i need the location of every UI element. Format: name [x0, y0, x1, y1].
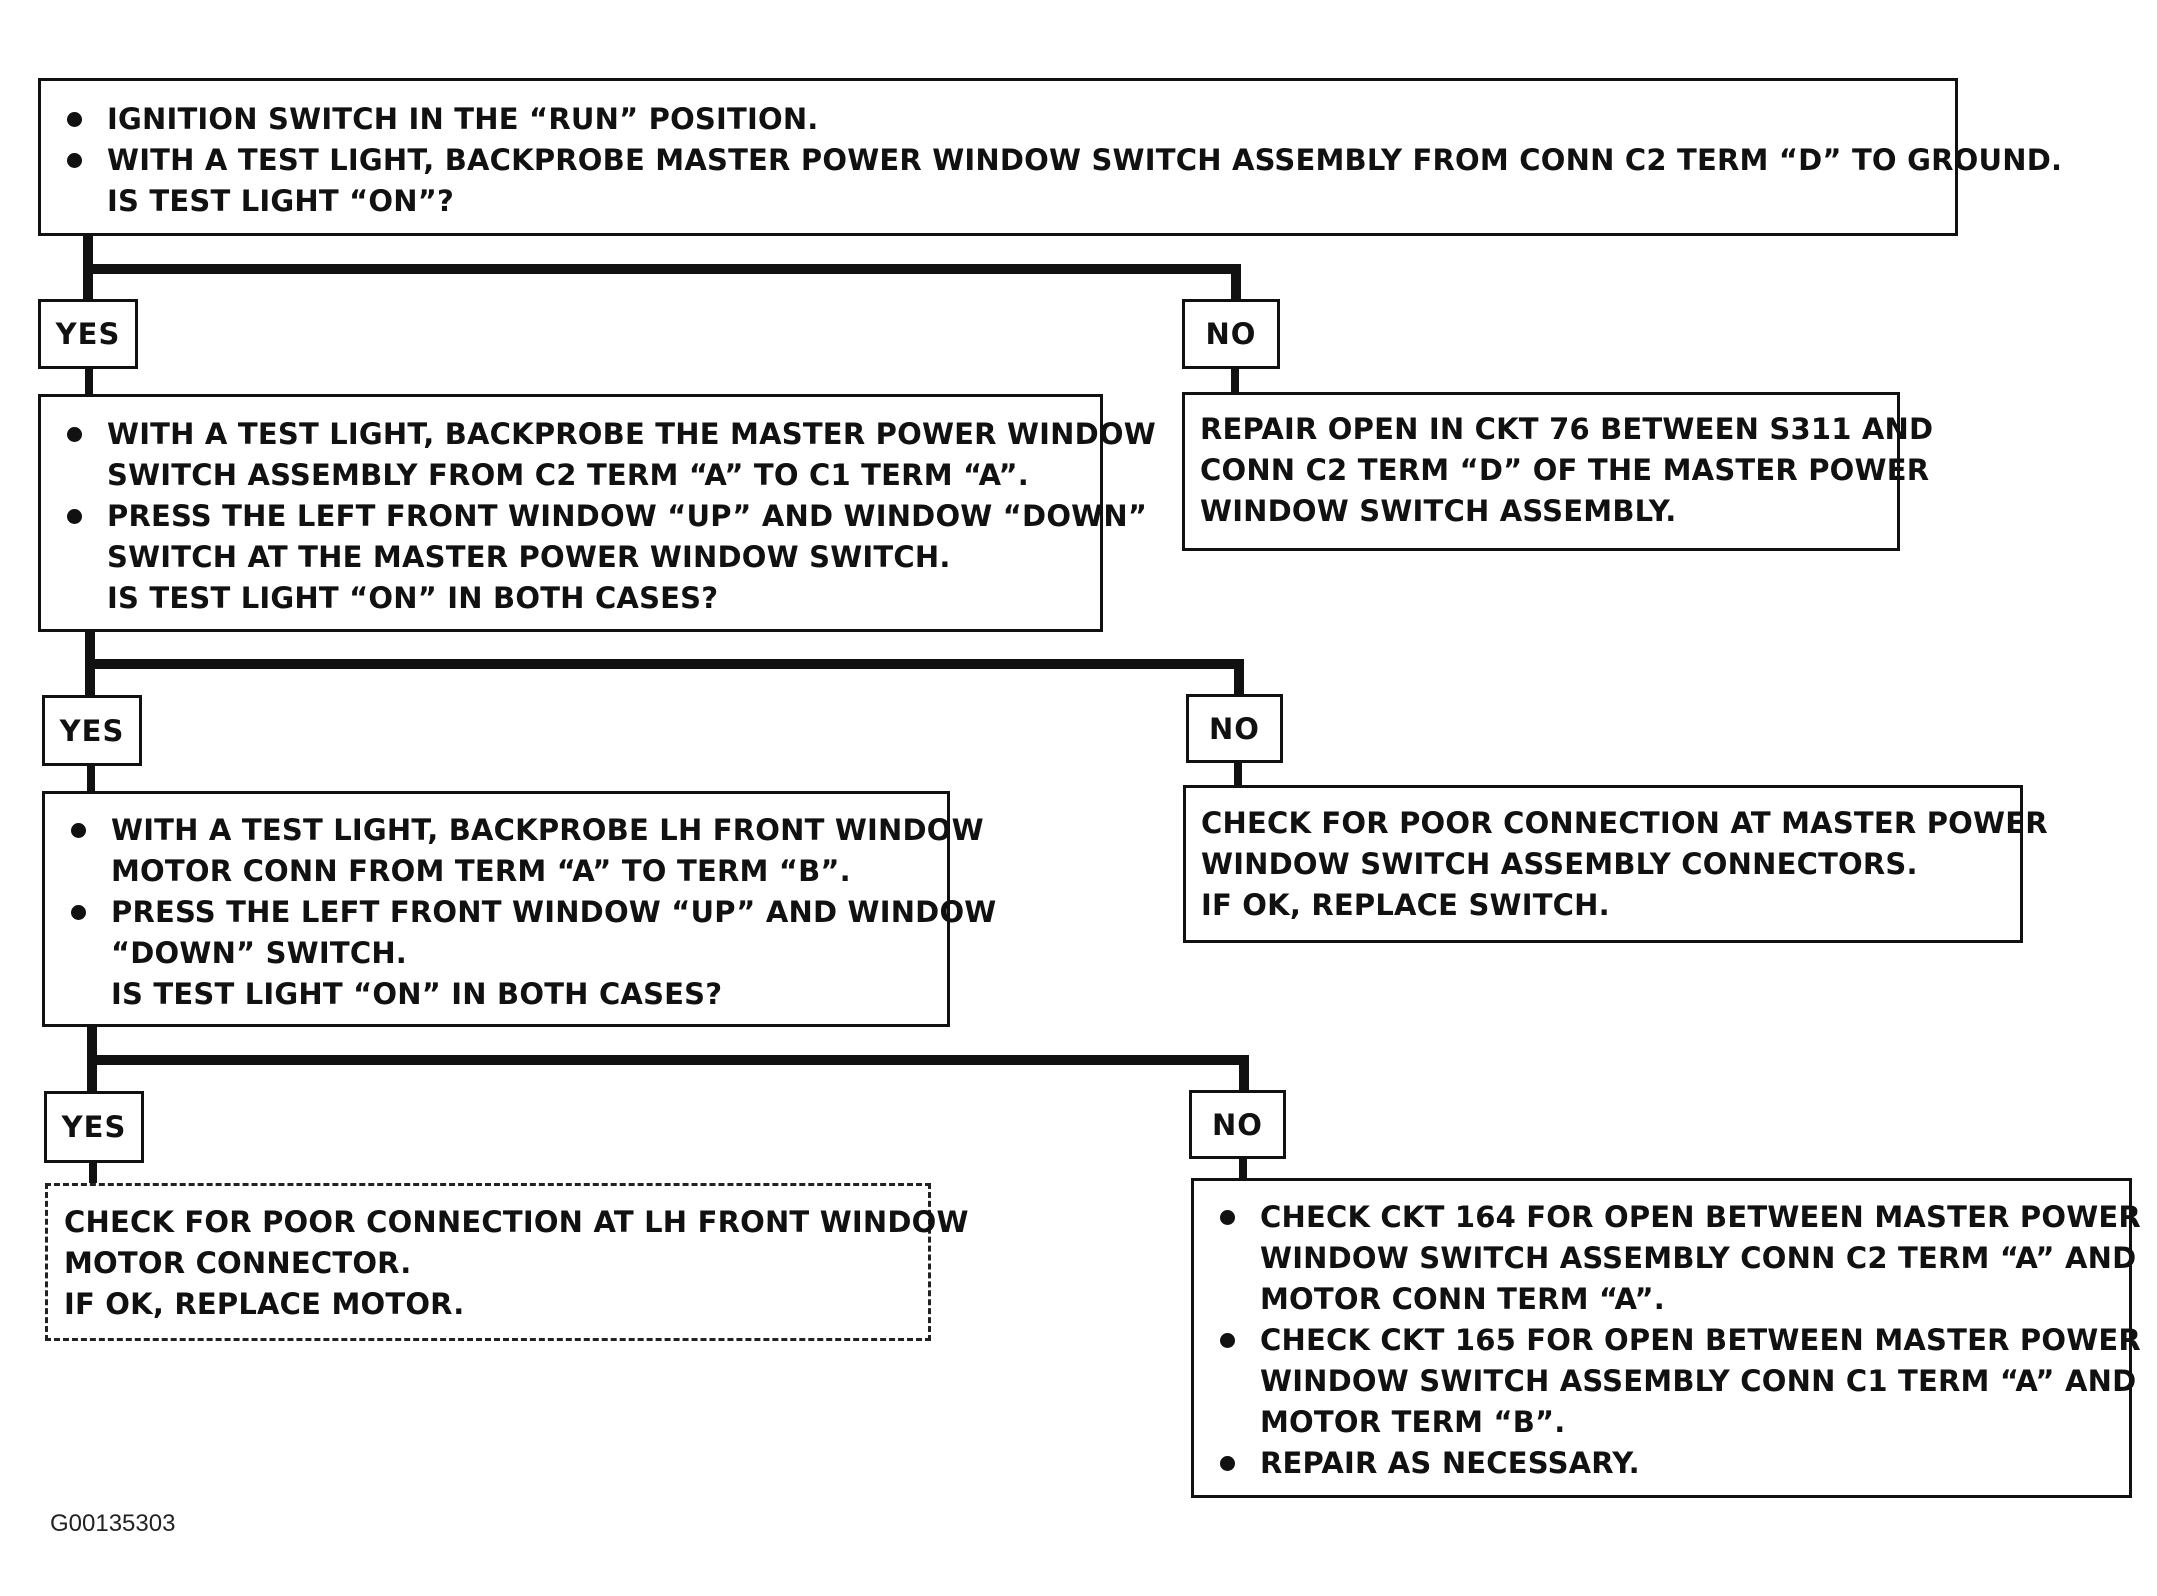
- result-line: CHECK FOR POOR CONNECTION AT MASTER POWE…: [1201, 806, 2048, 840]
- step2-bullet-backprobe: WITH A TEST LIGHT, BACKPROBE THE MASTER …: [57, 414, 1156, 496]
- bullet-icon: [1220, 1333, 1235, 1348]
- step2-no-label: NO: [1186, 694, 1283, 763]
- step3-no-bullet-ckt165: CHECK CKT 165 FOR OPEN BETWEEN MASTER PO…: [1210, 1320, 2141, 1443]
- step3-no-label: NO: [1189, 1090, 1286, 1159]
- bullet-icon: [67, 153, 82, 168]
- connector-line: [1234, 659, 1244, 695]
- result-line: CONN C2 TERM “D” OF THE MASTER POWER: [1200, 453, 1930, 487]
- bullet-icon: [67, 112, 82, 127]
- connector-line: [1239, 1055, 1249, 1091]
- connector-line: [85, 366, 93, 397]
- step3-question: IS TEST LIGHT “ON” IN BOTH CASES?: [111, 977, 723, 1011]
- result-line: WINDOW SWITCH ASSEMBLY CONNECTORS.: [1201, 847, 1918, 881]
- step3-check-box: WITH A TEST LIGHT, BACKPROBE LH FRONT WI…: [42, 791, 996, 1027]
- step1-no-result-box: REPAIR OPEN IN CKT 76 BETWEEN S311 AND C…: [1182, 392, 1934, 551]
- connector-line: [83, 264, 1241, 274]
- bullet-icon: [1220, 1210, 1235, 1225]
- connector-line: [1231, 264, 1241, 301]
- bullet-icon: [1220, 1456, 1235, 1471]
- step3-no-bullet-repair: REPAIR AS NECESSARY.: [1210, 1443, 2129, 1484]
- step1-bullet-ignition: IGNITION SWITCH IN THE “RUN” POSITION.: [57, 99, 1955, 140]
- step2-check-box: WITH A TEST LIGHT, BACKPROBE THE MASTER …: [38, 394, 1156, 632]
- result-line: REPAIR OPEN IN CKT 76 BETWEEN S311 AND: [1200, 412, 1934, 446]
- result-line: IF OK, REPLACE SWITCH.: [1201, 888, 1610, 922]
- result-line: MOTOR CONNECTOR.: [64, 1246, 412, 1280]
- step3-yes-result-box: CHECK FOR POOR CONNECTION AT LH FRONT WI…: [45, 1183, 969, 1341]
- connector-line: [1231, 366, 1239, 397]
- step2-yes-label: YES: [42, 695, 142, 766]
- step1-yes-label: YES: [38, 299, 138, 369]
- bullet-icon: [67, 427, 82, 442]
- step3-yes-label: YES: [44, 1091, 144, 1163]
- step1-no-label: NO: [1182, 299, 1280, 369]
- step3-bullet-press: PRESS THE LEFT FRONT WINDOW “UP” AND WIN…: [61, 892, 996, 974]
- connector-line: [85, 659, 1244, 669]
- step3-bullet-backprobe: WITH A TEST LIGHT, BACKPROBE LH FRONT WI…: [61, 810, 984, 892]
- connector-line: [87, 763, 95, 796]
- bullet-icon: [67, 509, 82, 524]
- step2-bullet-press: PRESS THE LEFT FRONT WINDOW “UP” AND WIN…: [57, 496, 1147, 578]
- connector-line: [87, 1055, 1249, 1065]
- connector-line: [89, 1159, 97, 1184]
- step1-question: IS TEST LIGHT “ON”?: [107, 184, 455, 218]
- step1-check-box: IGNITION SWITCH IN THE “RUN” POSITION. W…: [38, 78, 2062, 236]
- bullet-icon: [71, 905, 86, 920]
- step2-no-result-box: CHECK FOR POOR CONNECTION AT MASTER POWE…: [1183, 785, 2048, 943]
- result-line: CHECK FOR POOR CONNECTION AT LH FRONT WI…: [64, 1205, 969, 1239]
- connector-line: [1234, 760, 1242, 793]
- connector-line: [1239, 1155, 1247, 1180]
- result-line: WINDOW SWITCH ASSEMBLY.: [1200, 494, 1677, 528]
- step1-bullet-backprobe: WITH A TEST LIGHT, BACKPROBE MASTER POWE…: [57, 140, 2062, 181]
- step3-no-result-box: CHECK CKT 164 FOR OPEN BETWEEN MASTER PO…: [1191, 1178, 2141, 1498]
- figure-id: G00135303: [50, 1510, 176, 1537]
- result-line: IF OK, REPLACE MOTOR.: [64, 1287, 465, 1321]
- step3-no-bullet-ckt164: CHECK CKT 164 FOR OPEN BETWEEN MASTER PO…: [1210, 1197, 2141, 1320]
- step2-question: IS TEST LIGHT “ON” IN BOTH CASES?: [107, 581, 719, 615]
- bullet-icon: [71, 823, 86, 838]
